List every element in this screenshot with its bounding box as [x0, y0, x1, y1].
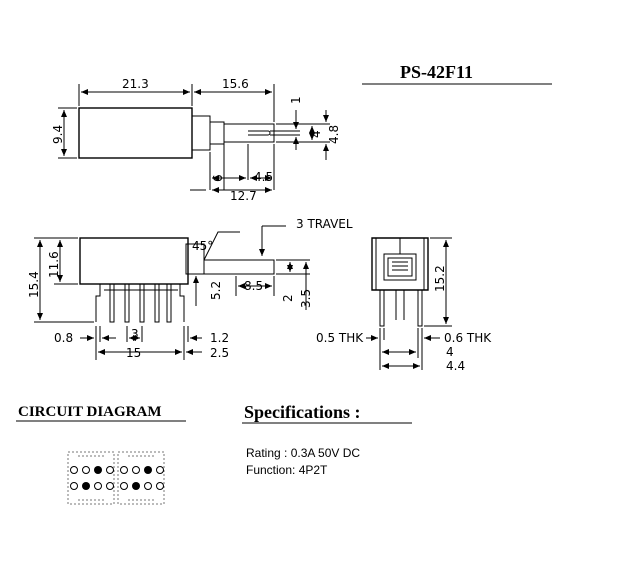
specifications-heading: Specifications : — [244, 402, 361, 422]
end-view: 15.2 0.5 THK 0.6 THK 4 4.4 — [316, 237, 492, 373]
dim-15: 15 — [126, 346, 141, 360]
dim-3: 3 — [131, 327, 139, 341]
dim-2: 2 — [281, 294, 295, 302]
dim-45-deg: 45° — [192, 239, 213, 253]
dim-9-4: 9.4 — [51, 125, 65, 144]
dim-0-6-thk: 0.6 THK — [444, 331, 492, 345]
dim-4-5: 4.5 — [254, 170, 273, 184]
circuit-schematic — [67, 451, 165, 505]
dim-1: 1 — [289, 96, 303, 104]
dim-6: 6 — [211, 174, 225, 182]
dim-15-4: 15.4 — [27, 271, 41, 298]
dim-3-5: 3.5 — [299, 289, 313, 308]
side-view: 3 TRAVEL 45° 15.4 11.6 5.2 8.5 2 3.5 0.8… — [27, 217, 353, 360]
spec-rating: Rating : 0.3A 50V DC — [246, 446, 360, 460]
top-view: 21.3 15.6 9.4 1 4 4.8 6 4.5 12.7 — [51, 77, 341, 203]
dim-21-3: 21.3 — [122, 77, 149, 91]
dim-12-7: 12.7 — [230, 189, 257, 203]
dim-2-5: 2.5 — [210, 346, 229, 360]
dim-4-4: 4.4 — [446, 359, 465, 373]
dim-0-8: 0.8 — [54, 331, 73, 345]
dim-5-2: 5.2 — [209, 281, 223, 300]
dim-0-5-thk: 0.5 THK — [316, 331, 364, 345]
dim-4: 4 — [309, 130, 323, 138]
part-number-title: PS-42F11 — [400, 62, 473, 82]
dim-11-6: 11.6 — [47, 251, 61, 278]
dim-4-8: 4.8 — [327, 125, 341, 144]
circuit-diagram-heading: CIRCUIT DIAGRAM — [18, 404, 161, 420]
dim-4-end: 4 — [446, 345, 454, 359]
dim-3-travel: 3 TRAVEL — [296, 217, 353, 231]
dim-15-6: 15.6 — [222, 77, 249, 91]
dim-8-5: 8.5 — [244, 279, 263, 293]
spec-function: Function: 4P2T — [246, 463, 328, 477]
dim-1-2: 1.2 — [210, 331, 229, 345]
dim-15-2: 15.2 — [433, 265, 447, 292]
